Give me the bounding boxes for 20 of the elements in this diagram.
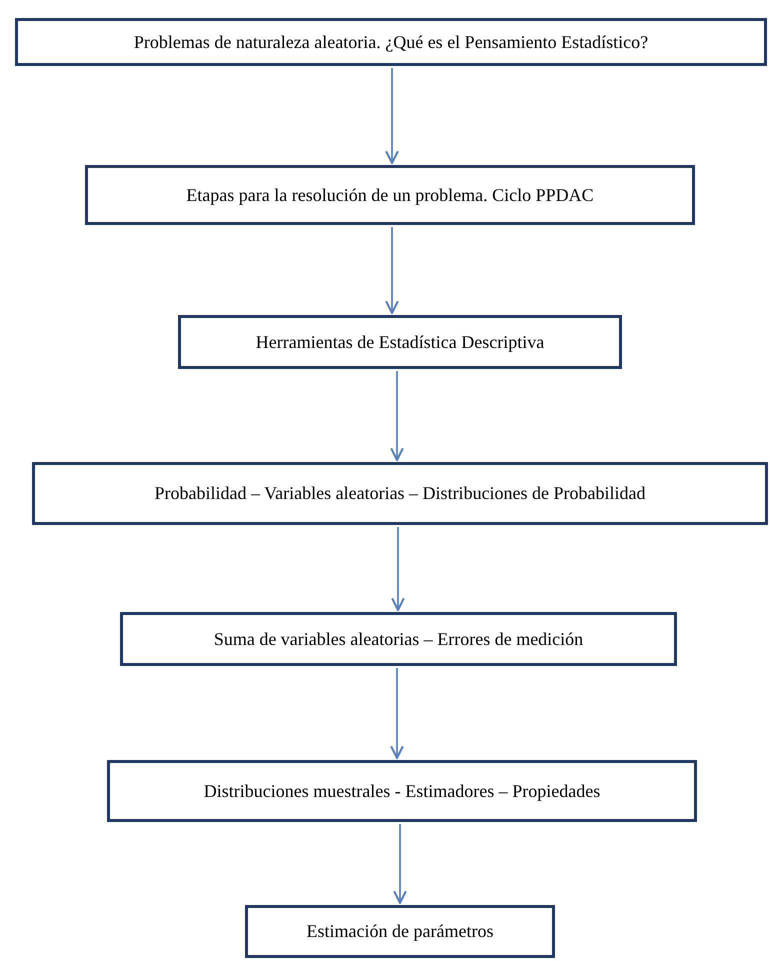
box-text: Suma de variables aleatorias – Errores de medición [214,628,584,650]
arrow [393,824,407,904]
process-box [245,905,555,958]
process-box [178,315,622,369]
process-box [107,760,697,822]
arrow [385,227,399,314]
process-box [32,462,768,525]
process-box [85,165,695,225]
process-box [15,18,767,66]
box-text: Etapas para la resolución de un problema. Ciclo PPDAC [186,184,594,206]
arrow [390,668,404,760]
box-text: Herramientas de Estadística Descriptiva [256,330,544,354]
arrow [390,371,404,462]
process-box [120,612,677,666]
box-text: Distribuciones muestrales - Estimadores – Propiedades [204,780,600,802]
box-text: Probabilidad – Variables aleatorias – Distribuciones de Probabilidad [154,482,646,505]
arrow [385,68,399,164]
arrow [391,527,405,612]
box-text: Estimación de parámetros [306,920,494,943]
box-text: Problemas de naturaleza aleatoria. ¿Qué es el Pensamiento Estadístico? [134,30,648,54]
